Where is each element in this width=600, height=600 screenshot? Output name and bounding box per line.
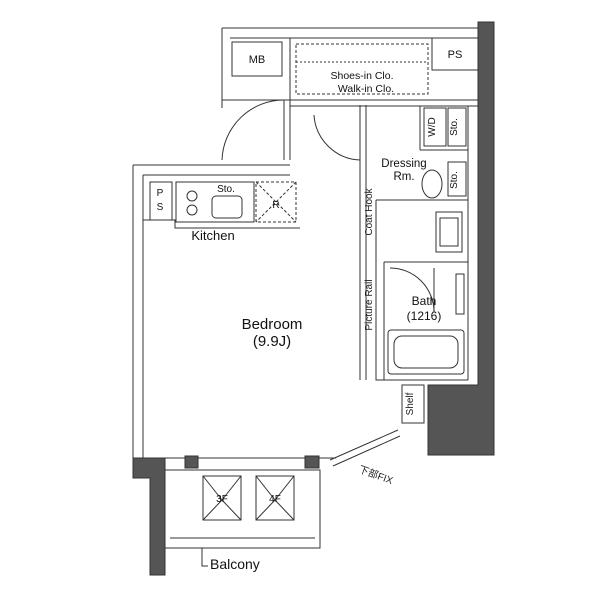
balcony-label: Balcony bbox=[210, 556, 260, 572]
balcony-leader-line bbox=[201, 548, 208, 567]
refrigerator-label: R bbox=[272, 200, 279, 211]
interior-walls bbox=[132, 27, 478, 549]
dressing-label: Dressing bbox=[381, 158, 426, 170]
shelf-label: Shelf bbox=[405, 392, 416, 415]
bath-room: Bath (1216) bbox=[387, 267, 465, 375]
wd-storage-label: Sto. bbox=[449, 118, 460, 136]
exterior-walls bbox=[132, 21, 495, 576]
bath-size-label: (1216) bbox=[407, 309, 442, 323]
fix-window-label: 下部FIX bbox=[357, 463, 395, 487]
picture-rail-label: Picture Rail bbox=[364, 279, 375, 330]
kitchen-ps-label-p: P bbox=[157, 188, 164, 199]
kitchen-storage-label: Sto. bbox=[217, 184, 235, 195]
escape-ladder-4f: 4F bbox=[255, 475, 295, 521]
escape-ladder-3f: 3F bbox=[202, 475, 242, 521]
ps-top-label: PS bbox=[448, 49, 463, 61]
shoes-closet-label: Shoes-in Clo. bbox=[330, 70, 393, 82]
entrance-door bbox=[221, 99, 285, 161]
kitchen-ps-label-s: S bbox=[157, 202, 164, 213]
dressing-rm-label: Rm. bbox=[393, 171, 414, 183]
shoes-walk-in-closet: Shoes-in Clo. Walk-in Clo. bbox=[295, 43, 429, 95]
mb-box: MB bbox=[231, 41, 283, 77]
coat-hook-label: Coat Hook bbox=[364, 187, 375, 235]
kitchen-area: P S Sto. R Kitchen bbox=[149, 181, 297, 243]
walk-in-closet-label: Walk-in Clo. bbox=[338, 83, 394, 95]
kitchen-label: Kitchen bbox=[191, 228, 234, 243]
bedroom-size-label: (9.9J) bbox=[253, 333, 291, 350]
dressing-storage-label: Sto. bbox=[449, 171, 460, 189]
bath-label: Bath bbox=[412, 294, 437, 308]
ladder-3f-label: 3F bbox=[216, 494, 228, 505]
dressing-room: Dressing Rm. Sto. bbox=[381, 158, 467, 253]
wd-label: W/D bbox=[427, 117, 438, 136]
washer-dryer-area: W/D Sto. bbox=[423, 107, 467, 147]
ps-top-box: PS bbox=[431, 37, 479, 71]
inner-door bbox=[313, 114, 361, 161]
ladder-4f-label: 4F bbox=[269, 494, 281, 505]
bedroom-label: Bedroom bbox=[242, 316, 303, 333]
mb-label: MB bbox=[249, 54, 266, 66]
bedroom: Bedroom (9.9J) bbox=[242, 316, 303, 350]
